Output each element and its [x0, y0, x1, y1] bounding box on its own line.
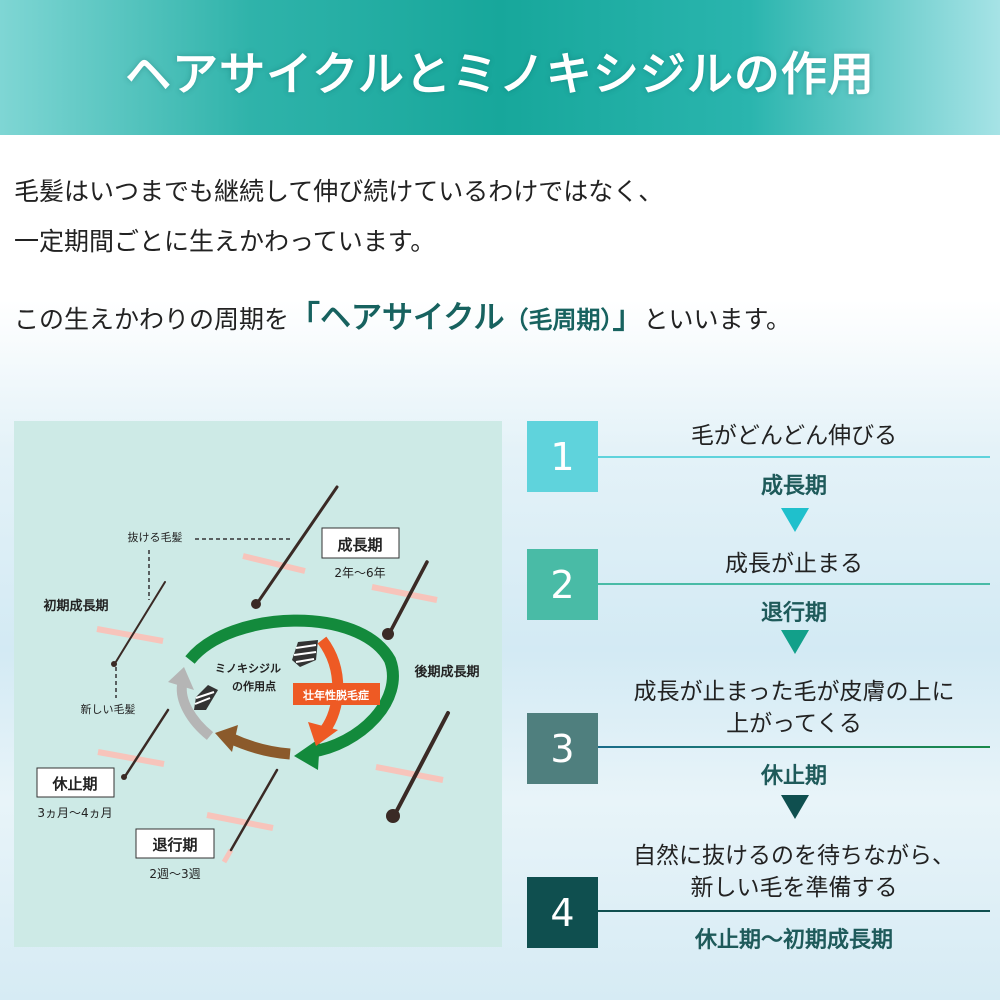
- page-title: ヘアサイクルとミノキシジルの作用: [125, 47, 875, 101]
- step-3-description-line-1: 成長が止まった毛が皮膚の上に: [633, 679, 955, 705]
- regression-box: [135, 828, 215, 859]
- intro-line-2: 一定期間ごとに生えかわっています。: [14, 227, 436, 256]
- hair-cycle-term-main: 「ヘアサイクル: [289, 300, 505, 336]
- late-growth-label: 後期成長期: [414, 664, 479, 680]
- step-3-divider: [598, 746, 990, 748]
- step-4-description-line-2: 新しい毛を準備する: [690, 875, 898, 901]
- aga-arrowhead: [308, 722, 338, 746]
- step-1-number: 1: [527, 421, 598, 492]
- leader-lines: [115, 538, 290, 698]
- intro-line-3-post: といいます。: [643, 305, 791, 334]
- step-3-description: 成長が止まった毛が皮膚の上に上がってくる: [598, 676, 990, 740]
- new-hair-label: 新しい毛髪: [81, 702, 136, 716]
- resting-box: [36, 767, 115, 798]
- growth-box: [321, 527, 400, 559]
- hair-bulbs: [111, 599, 400, 823]
- falling-hair-label: 抜ける毛髪: [128, 530, 183, 544]
- resting-duration: 3ヵ月～4ヵ月: [37, 806, 112, 820]
- regression-duration: 2週～3週: [149, 867, 200, 881]
- step-3-arrow-icon: [781, 795, 809, 819]
- early-growth-label: 初期成長期: [43, 598, 108, 614]
- step-1-divider: [598, 456, 990, 458]
- growth-duration: 2年～6年: [334, 566, 385, 580]
- step-2-label: 退行期: [760, 601, 827, 626]
- step-4-label: 休止期～初期成長期: [694, 928, 893, 953]
- minoxidil-label-2: の作用点: [232, 679, 276, 693]
- step-3-number: 3: [527, 713, 598, 784]
- hair-cycle-term: 「ヘアサイクル（毛周期）」: [289, 300, 643, 336]
- growth-arrowhead: [294, 738, 320, 770]
- step-4-description-line-1: 自然に抜けるのを待ちながら、: [633, 843, 955, 869]
- resting-label: 休止期: [51, 775, 97, 793]
- step-1-description: 毛がどんどん伸びる: [690, 423, 898, 449]
- hair-strands: [113, 485, 450, 852]
- hair-cycle-term-close: 」: [612, 300, 644, 336]
- aga-label-box: [293, 683, 380, 705]
- minoxidil-label-1: ミノキシジル: [215, 662, 281, 675]
- intro-line-3-pre: この生えかわりの周期を: [14, 305, 290, 334]
- hair-cycle-diagram: 壮年性脱毛症 ミノキシジル の作用点 成長期 2年～6年 抜ける毛髪 初期成長期…: [14, 421, 502, 947]
- step-4-number: 4: [527, 877, 598, 948]
- growth-arrow: [185, 614, 399, 758]
- hair-cycle-term-paren: （毛周期）: [504, 306, 613, 334]
- minoxidil-action-arrows: [194, 640, 318, 710]
- header-banner: ヘアサイクルとミノキシジルの作用: [0, 0, 1000, 135]
- intro-line-1: 毛髪はいつまでも継続して伸び続けているわけではなく、: [14, 177, 664, 206]
- step-1-arrow-icon: [781, 508, 809, 532]
- step-4-description: 自然に抜けるのを待ちながら、新しい毛を準備する: [598, 840, 990, 904]
- skin-bars: [96, 553, 444, 831]
- intro-line-3: この生えかわりの周期を「ヘアサイクル（毛周期）」といいます。: [14, 292, 791, 337]
- step-2-description: 成長が止まる: [725, 551, 863, 577]
- step-1-label: 成長期: [760, 474, 827, 499]
- hair-cycle-illustration: 壮年性脱毛症 ミノキシジル の作用点 成長期 2年～6年 抜ける毛髪 初期成長期…: [36, 485, 480, 881]
- step-3-label: 休止期: [760, 764, 827, 789]
- regression-arrowhead: [215, 725, 238, 752]
- regression-label: 退行期: [152, 836, 197, 854]
- step-2-divider: [598, 583, 990, 585]
- growth-label: 成長期: [337, 536, 382, 554]
- step-3-description-line-2: 上がってくる: [726, 711, 862, 737]
- step-2-number: 2: [527, 549, 598, 620]
- aga-label: 壮年性脱毛症: [303, 688, 369, 702]
- step-2-arrow-icon: [781, 630, 809, 654]
- step-4-divider: [598, 910, 990, 912]
- resting-arrowhead: [168, 667, 194, 690]
- regression-arrow: [227, 732, 291, 760]
- resting-arrow: [176, 684, 214, 740]
